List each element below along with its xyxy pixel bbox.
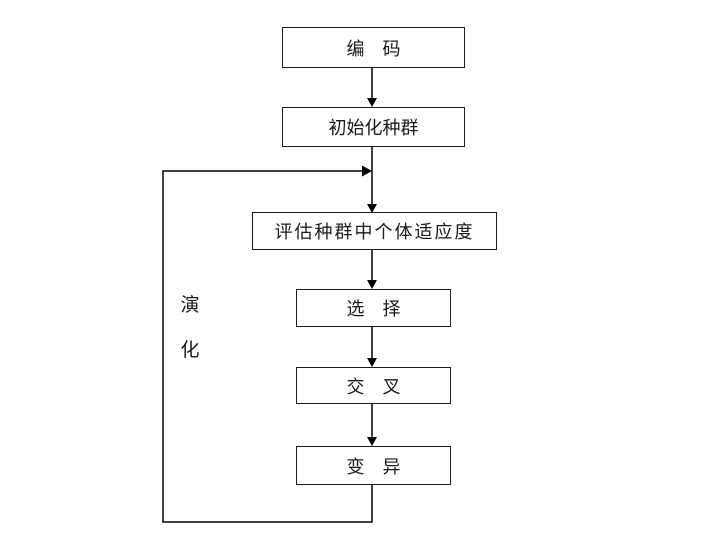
arrow-encode-to-init — [367, 68, 377, 107]
arrow-init-to-evaluate — [367, 147, 377, 213]
flow-node-select: 选 择 — [296, 289, 451, 327]
feedback-loop-label: 演化 — [180, 295, 200, 361]
flow-node-crossover: 交 叉 — [296, 367, 451, 404]
flow-node-select-label: 选 择 — [346, 299, 401, 319]
arrow-select-to-crossover — [367, 327, 377, 367]
flow-node-init-label: 初始化种群 — [328, 118, 419, 138]
flow-node-mutate-label: 变 异 — [346, 456, 401, 477]
arrow-evaluate-to-select — [367, 250, 377, 289]
flow-node-evaluate: 评估种群中个体适应度 — [252, 212, 497, 250]
flow-node-init: 初始化种群 — [282, 107, 465, 147]
arrow-crossover-to-mutate — [367, 404, 377, 446]
flow-node-mutate: 变 异 — [296, 446, 451, 485]
feedback-loop-line — [162, 165, 373, 523]
flow-node-encode-label: 编 码 — [346, 38, 401, 59]
flow-node-evaluate-label: 评估种群中个体适应度 — [274, 222, 475, 242]
flow-node-encode: 编 码 — [282, 27, 465, 68]
flow-node-crossover-label: 交 叉 — [346, 376, 401, 397]
